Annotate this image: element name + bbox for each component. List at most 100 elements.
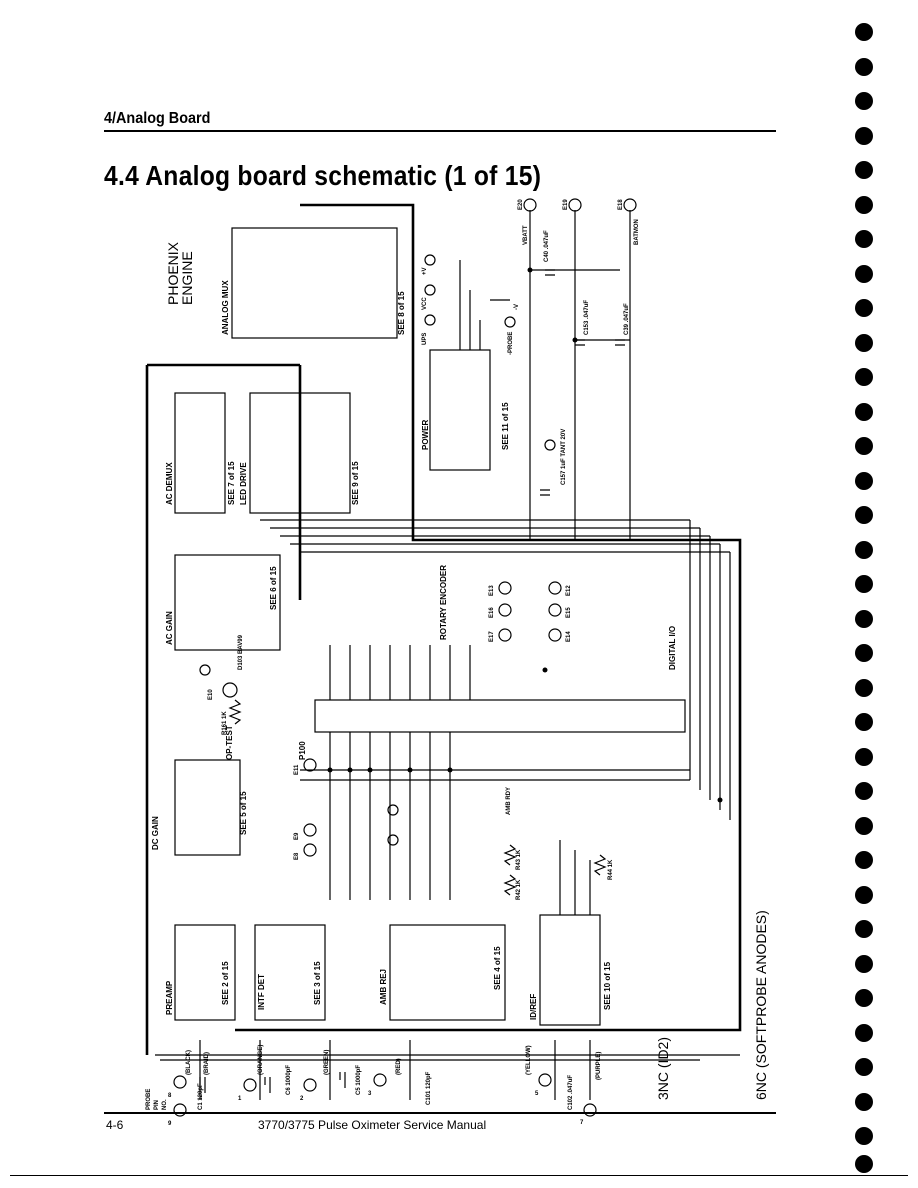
tp-e8: E8 xyxy=(294,852,300,860)
ac-demux-label: AC DEMUX xyxy=(165,462,174,505)
ac-demux-see: SEE 7 of 15 xyxy=(227,461,236,505)
r43 xyxy=(503,844,517,866)
preamp-box xyxy=(174,924,236,1021)
wire-orange: (ORANGE) xyxy=(258,1045,264,1075)
r44-label: R44 1K xyxy=(608,859,614,880)
c5-label: C5 1000pF xyxy=(356,1065,362,1095)
amb-rej-see: SEE 4 of 15 xyxy=(493,946,502,990)
wire-yellow: (YELLOW) xyxy=(526,1045,532,1075)
binder-hole xyxy=(855,955,873,973)
probe-pin-1: 1 xyxy=(238,1096,242,1102)
binder-hole xyxy=(855,92,873,110)
binder-hole xyxy=(855,851,873,869)
op-test-label: OP-TEST xyxy=(225,725,234,760)
section-heading: 4/Analog Board xyxy=(104,110,211,127)
binder-hole xyxy=(855,127,873,145)
binder-hole xyxy=(855,1093,873,1111)
net-vcc: VCC xyxy=(422,297,428,310)
c40-label: C40 .047uF xyxy=(544,230,550,262)
svg-text:PROBE: PROBE xyxy=(146,1089,152,1110)
note-id2: 3NC (ID2) xyxy=(655,1037,671,1100)
binder-hole xyxy=(855,989,873,1007)
footer-rule xyxy=(104,1112,776,1114)
engine-label-1: PHOENIX xyxy=(165,241,181,305)
id-ref-box xyxy=(539,914,601,1026)
p100-label: P100 xyxy=(298,741,307,760)
probe-pin-5: 5 xyxy=(535,1091,539,1097)
svg-text:PIN: PIN xyxy=(154,1100,160,1110)
probe-pin-9: 9 xyxy=(168,1121,172,1127)
wire-purple: (PURPLE) xyxy=(596,1052,602,1080)
binder-hole xyxy=(855,437,873,455)
probe-pin-3: 3 xyxy=(368,1091,372,1097)
p100-connector xyxy=(314,699,686,733)
r161 xyxy=(228,699,242,725)
binder-hole xyxy=(855,575,873,593)
tp-e19: E19 xyxy=(563,199,569,210)
net-batmon: BATMON xyxy=(634,219,640,245)
c153-label: C153 .047uF xyxy=(584,300,590,335)
binder-hole xyxy=(855,782,873,800)
tp-e12: E12 xyxy=(566,585,572,596)
binder-hole xyxy=(855,610,873,628)
binder-hole xyxy=(855,1058,873,1076)
tp-e9: E9 xyxy=(294,832,300,840)
intf-det-box xyxy=(254,924,326,1021)
intf-det-see: SEE 3 of 15 xyxy=(313,961,322,1005)
binder-hole xyxy=(855,472,873,490)
power-box xyxy=(429,349,491,471)
led-drive-see: SEE 9 of 15 xyxy=(351,461,360,505)
header-rule xyxy=(104,130,776,132)
analog-mux-see: SEE 8 of 15 xyxy=(397,291,406,335)
binder-hole xyxy=(855,506,873,524)
c1-label: C1 120pF xyxy=(198,1083,204,1110)
net-minus-v: -V xyxy=(514,304,520,310)
analog-mux-box xyxy=(231,227,398,339)
binder-hole xyxy=(855,1155,873,1173)
dc-gain-label: DC GAIN xyxy=(151,816,160,850)
note-softprobe: 6NC (SOFTPROBE ANODES) xyxy=(753,910,769,1100)
binder-hole xyxy=(855,644,873,662)
binder-hole xyxy=(855,748,873,766)
tp-e15: E15 xyxy=(566,607,572,618)
wire-green: (GREEN) xyxy=(324,1050,330,1075)
digital-io-label: DIGITAL I/O xyxy=(668,626,677,670)
led-drive-label: LED DRIVE xyxy=(239,462,248,505)
binder-hole xyxy=(855,196,873,214)
binder-hole xyxy=(855,920,873,938)
probe-pin-2: 2 xyxy=(300,1096,304,1102)
wire-braid: (BRAID) xyxy=(204,1052,210,1075)
binder-hole xyxy=(855,1127,873,1145)
tp-e16: E16 xyxy=(489,607,495,618)
intf-det-label: INTF DET xyxy=(257,974,266,1010)
c101-label: C101 120pF xyxy=(426,1071,432,1105)
r43-label: R43 1K xyxy=(516,849,522,870)
wire-red: (RED) xyxy=(396,1058,402,1075)
tp-e14: E14 xyxy=(566,631,572,642)
c39-label: C39 .047uF xyxy=(624,303,630,335)
page-title: 4.4 Analog board schematic (1 of 15) xyxy=(104,160,542,191)
preamp-label: PREAMP xyxy=(165,980,174,1015)
probe-pin-7: 7 xyxy=(580,1120,584,1126)
main-bus-outline xyxy=(145,203,742,1055)
binder-hole xyxy=(855,265,873,283)
diode-label: D103 BAV99 xyxy=(238,634,244,670)
binder-hole xyxy=(855,23,873,41)
c6-label: C6 1000pF xyxy=(286,1065,292,1095)
engine-label-2: ENGINE xyxy=(179,251,195,305)
binder-hole xyxy=(855,817,873,835)
id-ref-see: SEE 10 of 15 xyxy=(603,961,612,1010)
r161-label: R161 1K xyxy=(222,711,228,735)
id-ref-label: ID/REF xyxy=(529,994,538,1020)
binder-hole xyxy=(855,368,873,386)
tp-e18: E18 xyxy=(618,199,624,210)
net-vbatt: VBATT xyxy=(523,225,529,245)
net-minus-probe: -PROBE xyxy=(508,332,514,355)
manual-title: 3770/3775 Pulse Oximeter Service Manual xyxy=(258,1118,487,1132)
binder-hole xyxy=(855,886,873,904)
r42 xyxy=(503,874,517,896)
ac-gain-box xyxy=(174,554,281,651)
net-plus-v: +V xyxy=(422,267,428,275)
bottom-edge-rule xyxy=(10,1175,908,1176)
